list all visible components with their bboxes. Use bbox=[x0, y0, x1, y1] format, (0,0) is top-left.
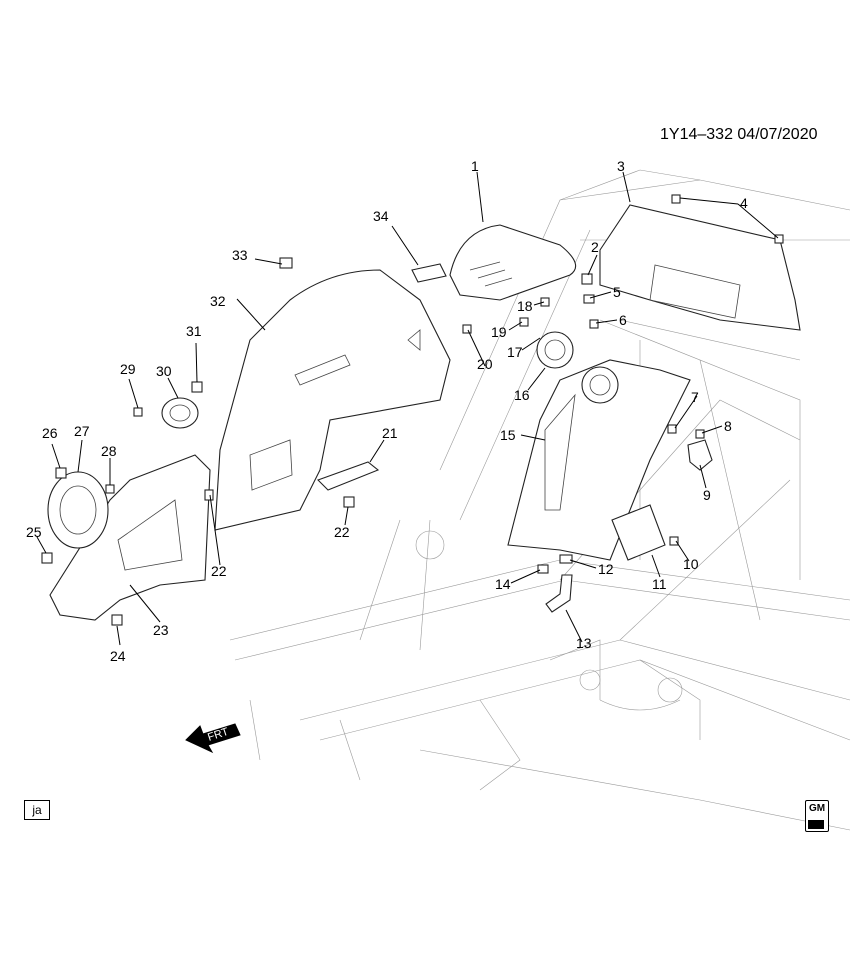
diagram-code: 1Y14–332 04/07/2020 bbox=[660, 126, 818, 143]
part-30-speaker bbox=[161, 397, 199, 429]
callout-11: 11 bbox=[652, 576, 667, 592]
callout-7: 7 bbox=[691, 389, 699, 405]
callout-20: 20 bbox=[477, 356, 493, 372]
part-32-quarter-trim bbox=[214, 269, 451, 531]
callout-2: 2 bbox=[591, 239, 599, 255]
leader-lines bbox=[36, 171, 779, 646]
callout-31: 31 bbox=[186, 323, 202, 339]
part-9-bracket bbox=[687, 439, 713, 471]
gm-logo: GM bbox=[805, 800, 829, 832]
callout-16: 16 bbox=[514, 387, 530, 403]
part-13-hose bbox=[545, 574, 573, 613]
callout-29: 29 bbox=[120, 361, 136, 377]
callout-4: 4 bbox=[740, 195, 748, 211]
callout-27: 27 bbox=[74, 423, 90, 439]
callout-26: 26 bbox=[42, 425, 58, 441]
callout-18: 18 bbox=[517, 298, 533, 314]
part-1-lamp-cover bbox=[449, 224, 577, 301]
part-34-lens bbox=[411, 263, 447, 283]
callout-14: 14 bbox=[495, 576, 511, 592]
callout-17: 17 bbox=[507, 344, 523, 360]
callout-5: 5 bbox=[613, 284, 621, 300]
callout-9: 9 bbox=[703, 487, 711, 503]
callout-32: 32 bbox=[210, 293, 226, 309]
callout-33: 33 bbox=[232, 247, 248, 263]
callout-23: 23 bbox=[153, 622, 169, 638]
callout-1: 1 bbox=[471, 158, 479, 174]
part-27-speaker bbox=[47, 471, 109, 549]
callout-15: 15 bbox=[500, 427, 516, 443]
callout-6: 6 bbox=[619, 312, 627, 328]
callout-24: 24 bbox=[110, 648, 126, 664]
part-3-rear-shelf bbox=[599, 204, 801, 331]
callout-13: 13 bbox=[576, 635, 592, 651]
callout-19: 19 bbox=[491, 324, 507, 340]
part-16-speaker bbox=[536, 331, 574, 369]
callout-30: 30 bbox=[156, 363, 172, 379]
locale-badge: ja bbox=[24, 800, 50, 820]
callout-28: 28 bbox=[101, 443, 117, 459]
callout-labels: 1 2 3 4 5 6 7 8 9 10 11 12 13 14 15 16 1… bbox=[26, 158, 748, 664]
front-direction-arrow: FRT bbox=[185, 723, 241, 754]
callout-12: 12 bbox=[598, 561, 614, 577]
part-21-handle bbox=[316, 461, 380, 491]
callout-8: 8 bbox=[724, 418, 732, 434]
callout-3: 3 bbox=[617, 158, 625, 174]
part-11-module bbox=[611, 504, 666, 561]
callout-21: 21 bbox=[382, 425, 398, 441]
callout-10: 10 bbox=[683, 556, 699, 572]
part-23-lower-trim bbox=[49, 454, 211, 621]
callout-22a: 22 bbox=[334, 524, 350, 540]
callout-34: 34 bbox=[373, 208, 389, 224]
callout-22b: 22 bbox=[211, 563, 227, 579]
callout-25: 25 bbox=[26, 524, 42, 540]
